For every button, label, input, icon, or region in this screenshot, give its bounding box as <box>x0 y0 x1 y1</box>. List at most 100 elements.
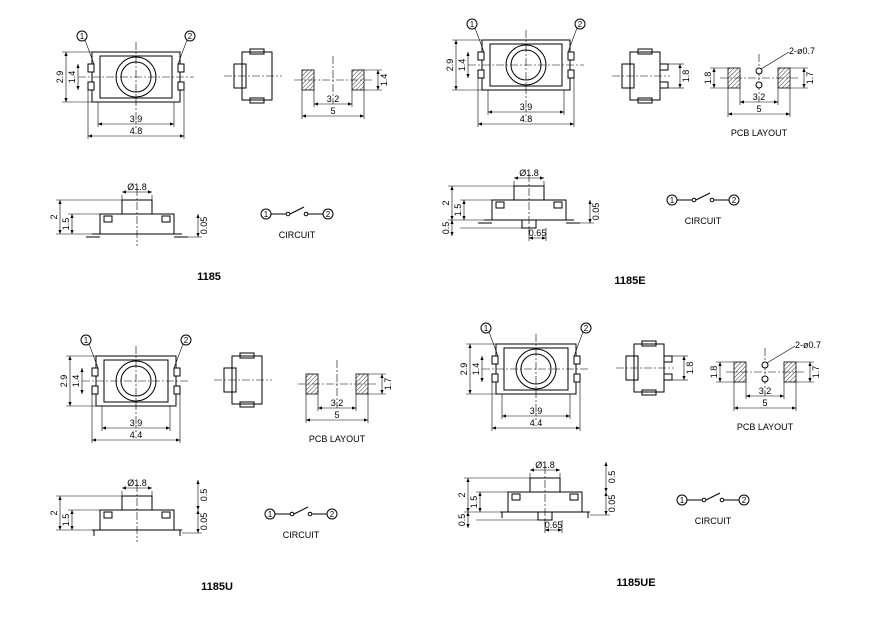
arrowhead <box>468 390 472 394</box>
arrowhead <box>530 468 534 472</box>
terminal-tab <box>173 385 181 395</box>
panel-1185ue-hole-label: 2-ø0.7 <box>795 340 821 350</box>
side-latch <box>495 201 505 209</box>
arrowhead <box>450 220 454 224</box>
arrowhead <box>466 478 470 482</box>
arrowhead <box>88 134 92 138</box>
panel-1185-lead-thickness: 0.05 <box>199 217 209 235</box>
arrowhead <box>196 480 200 484</box>
panel-1185-pad-spacing: 3.2 <box>327 94 340 104</box>
arrowhead <box>148 190 152 194</box>
arrowhead <box>556 468 560 472</box>
switch-contact-arm <box>293 506 309 515</box>
arrowhead <box>58 526 62 530</box>
panel-1185-pin2: 2 <box>188 32 193 41</box>
panel-1185-circuit-caption: CIRCUIT <box>279 230 316 240</box>
arrowhead <box>774 100 778 104</box>
arrowhead <box>570 122 574 126</box>
arrowhead <box>734 406 738 410</box>
leader-line <box>567 27 578 53</box>
arrowhead <box>364 418 368 422</box>
panel-1185e-height-inner: 1.4 <box>457 59 467 72</box>
panel-1185e-lead-thickness: 0.05 <box>591 203 601 221</box>
panel-1185ue-width-outer: 4.4 <box>530 418 543 428</box>
panel-1185u-total-height: 2 <box>49 510 59 515</box>
arrowhead <box>180 134 184 138</box>
terminal-tab <box>567 69 575 79</box>
panel-1185-height-outer: 2.9 <box>55 71 65 84</box>
arrowhead <box>808 362 812 366</box>
arrowhead <box>746 394 750 398</box>
profile-tab <box>637 48 653 55</box>
arrowhead <box>478 508 482 512</box>
arrowhead <box>70 214 74 218</box>
arrowhead <box>318 406 322 410</box>
panel-1185-width-inner: 3.9 <box>130 114 143 124</box>
panel-1185ue-pad-span: 5 <box>762 398 767 408</box>
panel-1185ue-circuit-pin2: 2 <box>742 496 747 505</box>
panel-1185ue-pin2-marker <box>580 322 592 334</box>
arrowhead <box>348 102 352 106</box>
terminal-tab <box>177 63 185 73</box>
arrowhead <box>380 390 384 394</box>
arrowhead <box>678 84 682 88</box>
arrowhead <box>542 236 546 240</box>
arrowhead <box>718 378 722 382</box>
panel-1185u-lead-height: 0.5 <box>199 489 209 502</box>
profile-tab <box>641 340 657 347</box>
panel-1185e-pcb-caption: PCB LAYOUT <box>731 128 788 138</box>
arrowhead <box>604 492 608 496</box>
arrowhead <box>454 40 458 44</box>
mounting-hole <box>761 361 769 369</box>
arrowhead <box>682 376 686 380</box>
lead-right <box>582 511 589 518</box>
arrowhead <box>740 100 744 104</box>
arrowhead <box>604 511 608 515</box>
arrowhead <box>58 230 62 234</box>
panel-1185-pin2-marker <box>184 30 196 42</box>
panel-1185-height-inner: 1.4 <box>67 71 77 84</box>
arrowhead <box>70 230 74 234</box>
panel-1185e-body-height: 1.5 <box>453 204 463 217</box>
switch-contact-arm <box>695 192 711 201</box>
profile-tab <box>239 352 255 359</box>
terminal-tab <box>573 373 581 383</box>
profile-tab <box>249 97 265 104</box>
arrowhead <box>196 510 200 514</box>
panel-1185-pin1: 1 <box>80 32 85 41</box>
panel-1185ue-knob-diameter: Ø1.8 <box>535 460 555 470</box>
panel-1185e-knob-diameter: Ø1.8 <box>519 168 539 178</box>
panel-1185ue-pin1-marker <box>480 322 492 334</box>
arrowhead <box>478 492 482 496</box>
arrowhead <box>170 122 174 126</box>
panel-1185ue-total-height: 2 <box>457 492 467 497</box>
locating-peg <box>663 355 673 363</box>
panel-1185ue-peg-height: 0.5 <box>457 514 467 527</box>
panel-1185e-pad-span: 5 <box>756 104 761 114</box>
panel-1185e-pad-spacing: 3.2 <box>753 92 766 102</box>
panel-1185e-peg-offset: 0.65 <box>529 228 547 238</box>
arrowhead <box>712 68 716 72</box>
leader-line <box>760 51 790 70</box>
panel-1185e-profile-height: 1.8 <box>681 70 691 83</box>
panel-1185u-height-inner: 1.4 <box>71 375 81 388</box>
arrowhead <box>802 84 806 88</box>
panel-1185ue-circuit-pin1: 1 <box>680 496 685 505</box>
arrowhead <box>58 496 62 500</box>
side-latch <box>511 493 521 501</box>
terminal-tab <box>173 367 181 377</box>
arrowhead <box>480 356 484 360</box>
panel-1185ue-lead-thickness: 0.05 <box>607 495 617 513</box>
side-latch <box>161 215 171 223</box>
arrowhead <box>68 356 72 360</box>
contact-point <box>289 511 295 517</box>
side-profile-view: 1.8 <box>612 48 691 104</box>
